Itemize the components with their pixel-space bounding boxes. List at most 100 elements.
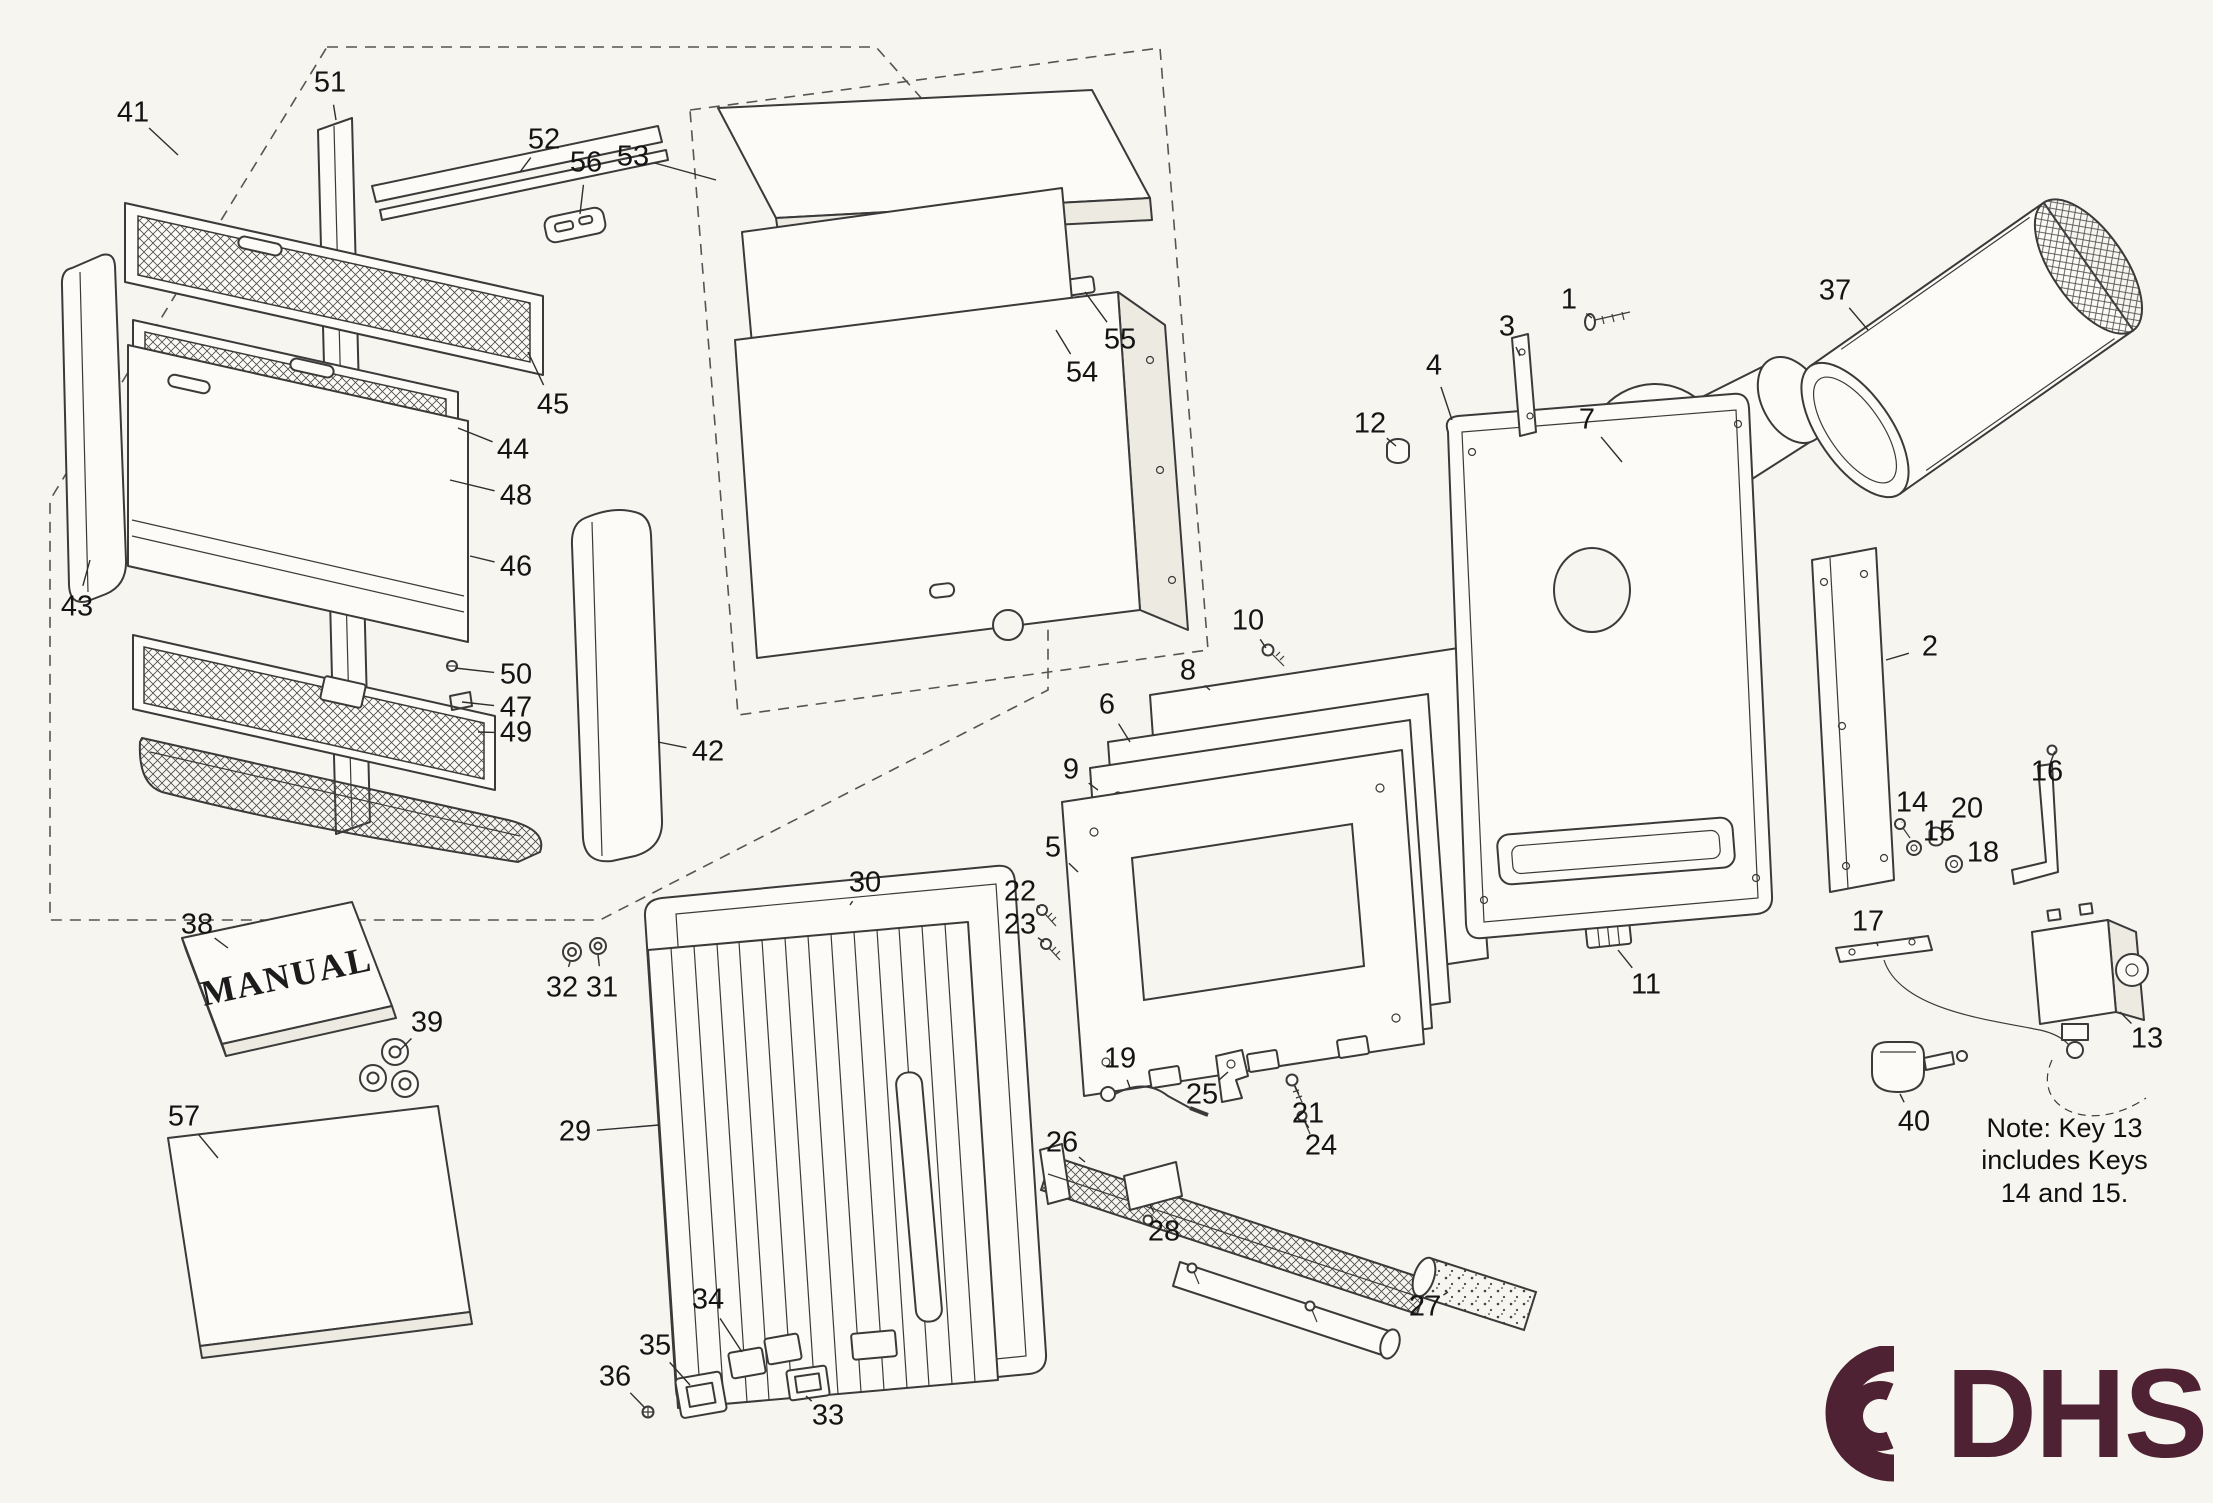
leader-line-56 bbox=[579, 184, 585, 215]
leader-line-47 bbox=[461, 701, 495, 707]
leader-line-43 bbox=[82, 559, 91, 586]
callout-36: 36 bbox=[598, 1360, 632, 1393]
callout-3: 3 bbox=[1498, 310, 1516, 343]
dhs-logo-mark bbox=[1825, 1346, 1895, 1482]
part-bracket-3 bbox=[1511, 333, 1537, 437]
group-front-assembly bbox=[49, 46, 1049, 921]
part-lower-grille bbox=[132, 634, 496, 791]
callout-25: 25 bbox=[1185, 1078, 1219, 1111]
leader-line-26 bbox=[1078, 1156, 1086, 1163]
leader-line-36 bbox=[629, 1392, 646, 1409]
callout-11: 11 bbox=[1630, 968, 1662, 1001]
leader-line-45 bbox=[527, 351, 545, 386]
callout-43: 43 bbox=[60, 590, 94, 623]
part-left-side-panel bbox=[60, 253, 128, 603]
leader-line-55 bbox=[1084, 291, 1108, 323]
leader-line-44 bbox=[457, 427, 493, 443]
callout-20: 20 bbox=[1950, 792, 1984, 825]
leader-line-25 bbox=[1218, 1071, 1229, 1081]
callout-8: 8 bbox=[1179, 654, 1197, 687]
leader-line-12 bbox=[1386, 437, 1397, 447]
callout-34: 34 bbox=[691, 1283, 725, 1316]
callout-56: 56 bbox=[569, 146, 603, 179]
leader-line-41 bbox=[148, 127, 179, 156]
part-fitting-18 bbox=[1945, 855, 1963, 873]
note-line-2: includes Keys bbox=[1981, 1145, 2148, 1176]
group-heat-exchanger-front bbox=[562, 864, 1048, 1419]
part-washers-39 bbox=[359, 1038, 419, 1098]
leader-line-51 bbox=[332, 104, 337, 121]
part-front-panel bbox=[127, 344, 469, 643]
leader-line-10 bbox=[1259, 638, 1267, 649]
callout-10: 10 bbox=[1231, 604, 1265, 637]
leader-line-11 bbox=[1617, 949, 1633, 969]
leader-line-23 bbox=[1037, 937, 1045, 943]
callout-2: 2 bbox=[1921, 630, 1939, 663]
callout-7: 7 bbox=[1578, 403, 1596, 436]
callout-5: 5 bbox=[1044, 831, 1062, 864]
callout-17: 17 bbox=[1851, 905, 1885, 938]
leader-line-46 bbox=[469, 555, 495, 563]
group-inner-panels bbox=[1036, 643, 1633, 1097]
part-bracket-47 bbox=[449, 691, 473, 711]
callout-26: 26 bbox=[1045, 1126, 1079, 1159]
callout-35: 35 bbox=[638, 1329, 672, 1362]
callout-42: 42 bbox=[691, 735, 725, 768]
part-orifice-20 bbox=[1928, 826, 1944, 847]
part-nut-12 bbox=[1386, 438, 1410, 464]
dashed-boundary-left bbox=[49, 46, 1049, 921]
part-washer-32 bbox=[562, 942, 582, 962]
callout-19: 19 bbox=[1103, 1042, 1137, 1075]
part-bracket-25 bbox=[1215, 1049, 1249, 1103]
part-screw-small-b bbox=[1304, 1300, 1318, 1323]
dashed-boundary-cabinet bbox=[689, 47, 1209, 716]
leader-line-33 bbox=[805, 1395, 813, 1402]
part-igniter-19 bbox=[1100, 1085, 1209, 1117]
callout-24: 24 bbox=[1304, 1129, 1338, 1162]
callout-54: 54 bbox=[1065, 356, 1099, 389]
callout-48: 48 bbox=[499, 479, 533, 512]
callout-53: 53 bbox=[616, 140, 650, 173]
part-screw-14 bbox=[1894, 818, 1911, 839]
leader-line-6 bbox=[1118, 723, 1131, 743]
part-right-side-panel bbox=[570, 508, 664, 863]
callout-39: 39 bbox=[410, 1006, 444, 1039]
leader-line-42 bbox=[657, 741, 687, 749]
leader-line-21 bbox=[1294, 1085, 1300, 1095]
group-cabinet bbox=[689, 47, 1209, 716]
callout-31: 31 bbox=[585, 971, 619, 1004]
leader-line-39 bbox=[399, 1038, 412, 1051]
part-manual-38: MANUAL bbox=[181, 901, 397, 1057]
callout-55: 55 bbox=[1103, 323, 1137, 356]
callout-50: 50 bbox=[499, 658, 533, 691]
note-line-3: 14 and 15. bbox=[2000, 1177, 2129, 1208]
callout-45: 45 bbox=[536, 388, 570, 421]
callout-6: 6 bbox=[1098, 688, 1116, 721]
part-nut-15 bbox=[1906, 840, 1922, 856]
callout-15: 15 bbox=[1922, 815, 1956, 848]
leader-line-48 bbox=[449, 479, 495, 492]
leader-line-30 bbox=[849, 900, 854, 906]
note-text: Note: Key 13 includes Keys 14 and 15. bbox=[1962, 1112, 2167, 1209]
callout-18: 18 bbox=[1966, 836, 2000, 869]
part-insulation-sleeve-27 bbox=[1411, 1256, 1538, 1332]
callout-21: 21 bbox=[1291, 1097, 1325, 1130]
note-line-1: Note: Key 13 bbox=[1986, 1113, 2143, 1143]
leader-line-29 bbox=[596, 1124, 660, 1131]
callout-38: 38 bbox=[180, 908, 214, 941]
callout-30: 30 bbox=[848, 866, 882, 899]
leader-line-50 bbox=[454, 667, 495, 674]
part-plate-33 bbox=[785, 1364, 831, 1402]
dhs-logo: DHS bbox=[1792, 1343, 2208, 1484]
part-knob-40 bbox=[1871, 1041, 1968, 1093]
part-screw-50 bbox=[446, 660, 458, 672]
group-rear-assembly bbox=[1386, 198, 2149, 1117]
dhs-logo-text: DHS bbox=[1946, 1343, 2208, 1484]
leader-line-24 bbox=[1304, 1121, 1310, 1129]
leader-line-31 bbox=[597, 954, 601, 967]
part-burner-access-panel-5 bbox=[1061, 749, 1425, 1097]
group-literature: MANUAL bbox=[167, 901, 473, 1359]
leader-line-13 bbox=[2119, 1011, 2132, 1024]
callout-57: 57 bbox=[167, 1100, 201, 1133]
